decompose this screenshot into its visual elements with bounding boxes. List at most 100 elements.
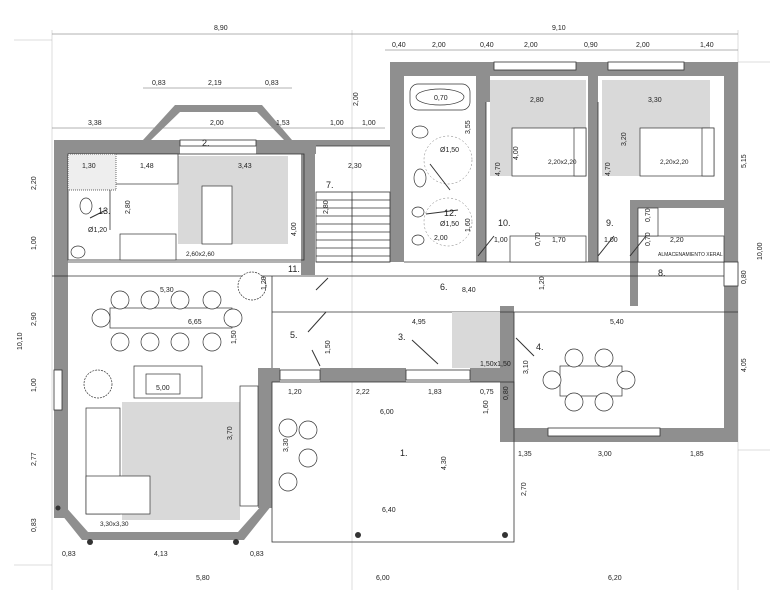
svg-text:5,80: 5,80 <box>196 575 210 582</box>
svg-text:1,50: 1,50 <box>325 340 332 354</box>
windows <box>53 61 739 437</box>
svg-text:4,30: 4,30 <box>441 456 448 470</box>
rugs <box>122 80 710 520</box>
svg-text:1,00: 1,00 <box>31 236 38 250</box>
svg-text:0,70: 0,70 <box>645 232 652 246</box>
svg-text:2,20: 2,20 <box>670 237 684 244</box>
furniture-labels: 2,20x2,20 2,20x2,20 2,60x2,60 3,30x3,30 … <box>100 159 723 528</box>
svg-text:0,83: 0,83 <box>152 80 166 87</box>
svg-text:4,00: 4,00 <box>291 222 298 236</box>
svg-text:1,30: 1,30 <box>82 163 96 170</box>
svg-text:2,30: 2,30 <box>348 163 362 170</box>
svg-text:0,83: 0,83 <box>31 518 38 532</box>
svg-text:2,19: 2,19 <box>208 80 222 87</box>
toilet <box>79 197 93 215</box>
kitchen-counter-2 <box>119 233 177 261</box>
room-10: 10. <box>498 218 511 228</box>
toilet-12 <box>413 168 427 188</box>
svg-text:2,00: 2,00 <box>210 120 224 127</box>
sink-12b <box>411 234 425 246</box>
svg-text:4,13: 4,13 <box>154 551 168 558</box>
svg-text:1,48: 1,48 <box>140 163 154 170</box>
svg-text:6,65: 6,65 <box>188 319 202 326</box>
svg-text:1,20: 1,20 <box>288 389 302 396</box>
svg-text:5,00: 5,00 <box>156 385 170 392</box>
svg-text:1,40: 1,40 <box>700 42 714 49</box>
top-dimension-lines <box>52 33 738 129</box>
svg-text:3,55: 3,55 <box>465 120 472 134</box>
room-13: 13. <box>98 206 111 216</box>
svg-text:Ø1,20: Ø1,20 <box>88 227 107 234</box>
svg-text:2,00: 2,00 <box>636 42 650 49</box>
svg-text:0,83: 0,83 <box>250 551 264 558</box>
svg-text:8,40: 8,40 <box>462 287 476 294</box>
room-5: 5. <box>290 330 298 340</box>
svg-text:5,30: 5,30 <box>160 287 174 294</box>
svg-text:3,43: 3,43 <box>238 163 252 170</box>
svg-text:0,70: 0,70 <box>645 208 652 222</box>
svg-text:1,50x1,50: 1,50x1,50 <box>480 361 511 368</box>
sink-12a <box>411 206 425 218</box>
svg-text:2,22: 2,22 <box>356 389 370 396</box>
svg-text:10,00: 10,00 <box>757 242 764 260</box>
svg-text:2,60x2,60: 2,60x2,60 <box>186 251 215 258</box>
room-3: 3. <box>398 332 406 342</box>
svg-text:0,90: 0,90 <box>584 42 598 49</box>
hall-rug <box>452 312 500 368</box>
stairs <box>315 191 391 263</box>
dim-top-right: 9,10 <box>552 25 566 32</box>
svg-text:1,60: 1,60 <box>483 400 490 414</box>
svg-text:4,95: 4,95 <box>412 319 426 326</box>
svg-text:2,90: 2,90 <box>31 312 38 326</box>
svg-text:2,00: 2,00 <box>434 235 448 242</box>
room-6: 6. <box>440 282 448 292</box>
room-7: 7. <box>326 180 334 190</box>
svg-text:1,83: 1,83 <box>428 389 442 396</box>
svg-text:2,20x2,20: 2,20x2,20 <box>660 159 689 166</box>
kitchen-rug <box>178 156 288 244</box>
svg-text:4,00: 4,00 <box>513 146 520 160</box>
svg-text:6,00: 6,00 <box>380 409 394 416</box>
svg-text:1,20: 1,20 <box>261 276 268 290</box>
room-4: 4. <box>536 342 544 352</box>
svg-text:1,70: 1,70 <box>552 237 566 244</box>
svg-text:0,40: 0,40 <box>392 42 406 49</box>
svg-text:3,10: 3,10 <box>523 360 530 374</box>
svg-text:3,70: 3,70 <box>227 426 234 440</box>
svg-text:1,53: 1,53 <box>276 120 290 127</box>
svg-text:0,83: 0,83 <box>62 551 76 558</box>
svg-text:1,00: 1,00 <box>31 378 38 392</box>
svg-text:2,20: 2,20 <box>31 176 38 190</box>
svg-text:2,00: 2,00 <box>353 92 360 106</box>
svg-text:0,80: 0,80 <box>741 270 748 284</box>
svg-text:4,70: 4,70 <box>495 162 502 176</box>
svg-text:1,00: 1,00 <box>604 237 618 244</box>
svg-text:4,05: 4,05 <box>741 358 748 372</box>
svg-text:3,30x3,30: 3,30x3,30 <box>100 521 129 528</box>
svg-text:5,15: 5,15 <box>741 154 748 168</box>
kitchen-island <box>201 185 233 245</box>
svg-text:2,70: 2,70 <box>521 482 528 496</box>
svg-text:1,50: 1,50 <box>231 330 238 344</box>
svg-text:2,80: 2,80 <box>530 97 544 104</box>
room-12: 12. <box>444 208 457 218</box>
svg-text:Ø1,50: Ø1,50 <box>440 147 459 154</box>
svg-text:ALMACENAMIENTO XERAL: ALMACENAMIENTO XERAL <box>658 252 723 258</box>
svg-text:6,20: 6,20 <box>608 575 622 582</box>
furniture <box>55 83 725 545</box>
svg-text:2,77: 2,77 <box>31 452 38 466</box>
svg-text:1,85: 1,85 <box>690 451 704 458</box>
svg-text:0,75: 0,75 <box>480 389 494 396</box>
svg-text:2,00: 2,00 <box>432 42 446 49</box>
svg-text:0,70: 0,70 <box>434 95 448 102</box>
svg-text:3,30: 3,30 <box>648 97 662 104</box>
svg-text:1,00: 1,00 <box>330 120 344 127</box>
kitchen-counter <box>109 153 179 185</box>
svg-text:1,00: 1,00 <box>362 120 376 127</box>
svg-text:6,40: 6,40 <box>382 507 396 514</box>
room-8: 8. <box>658 268 666 278</box>
room-labels: 1. 2. 3. 4. 5. 6. 7. 8. 9. 10. 11. 12. 1… <box>98 138 666 458</box>
svg-text:0,80: 0,80 <box>503 386 510 400</box>
room-1: 1. <box>400 448 408 458</box>
svg-text:0,40: 0,40 <box>480 42 494 49</box>
